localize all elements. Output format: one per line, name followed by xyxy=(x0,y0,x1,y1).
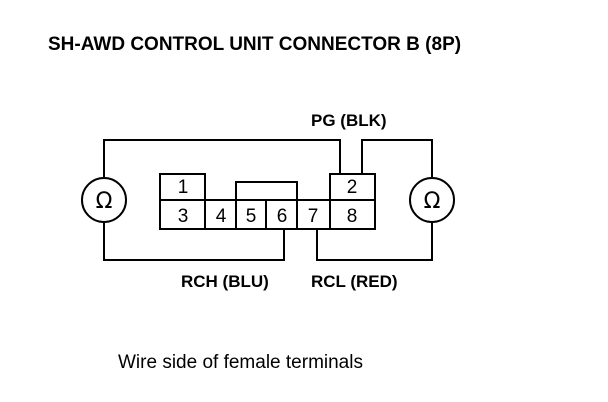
probe-wires xyxy=(103,139,433,261)
right-meter-top-lead xyxy=(361,139,433,180)
rcl-wire-label: RCL (RED) xyxy=(311,272,398,291)
ohm-icon: Ω xyxy=(424,189,441,214)
left-meter-top-lead xyxy=(103,139,341,180)
pin-number: 6 xyxy=(277,206,288,227)
pg-wire-label: PG (BLK) xyxy=(311,111,387,130)
pin-number: 7 xyxy=(308,206,319,227)
pin-dividers xyxy=(204,200,331,229)
pin-number: 8 xyxy=(347,206,358,227)
rch-wire-label: RCH (BLU) xyxy=(181,272,269,291)
pin-1-cell xyxy=(159,173,206,201)
connector-lock-tab xyxy=(235,181,298,200)
left-ohmmeter-body xyxy=(81,177,127,223)
right-ohmmeter-body xyxy=(409,177,455,223)
pin-number: 3 xyxy=(178,206,189,227)
view-caption: Wire side of female terminals xyxy=(118,352,363,373)
pin-number: 2 xyxy=(347,177,358,198)
pin-2-cell xyxy=(329,173,376,201)
connector-bottom-row xyxy=(159,199,376,230)
pin-numbers: 1 2 3 4 5 6 7 8 xyxy=(178,177,358,227)
left-ohmmeter: Ω xyxy=(81,177,127,223)
pin-number: 1 xyxy=(178,177,189,198)
left-meter-bottom-lead xyxy=(103,222,285,261)
connector-housing xyxy=(159,173,376,230)
right-ohmmeter: Ω xyxy=(409,177,455,223)
pin-number: 5 xyxy=(246,206,257,227)
diagram-title: SH-AWD CONTROL UNIT CONNECTOR B (8P) xyxy=(48,34,461,55)
ohm-icon: Ω xyxy=(96,189,113,214)
pin-number: 4 xyxy=(216,206,227,227)
right-meter-bottom-lead xyxy=(316,222,433,261)
